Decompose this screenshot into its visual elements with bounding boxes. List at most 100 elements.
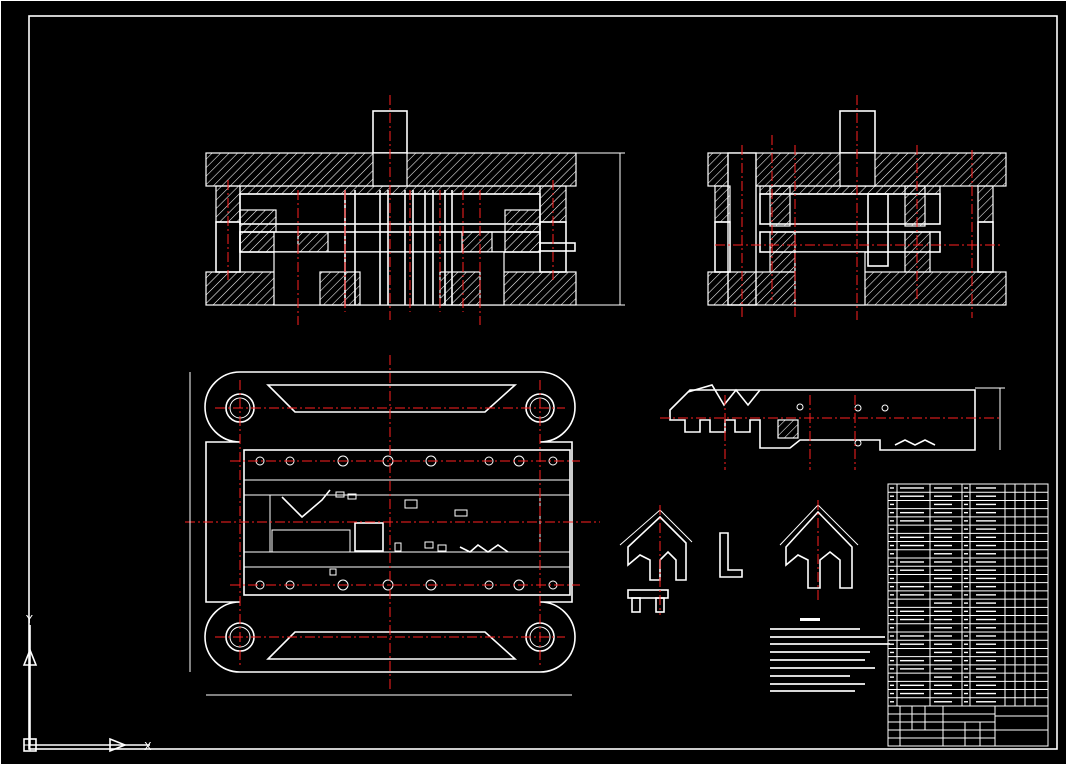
bom-cell-mark <box>976 503 996 506</box>
bom-cell-mark <box>976 618 996 621</box>
bom-cell-mark <box>934 692 952 695</box>
bom-cell-mark <box>934 627 952 629</box>
bom-cell-mark <box>964 684 968 687</box>
bom-cell-mark <box>934 594 952 596</box>
front-section-view <box>205 95 625 325</box>
bom-cell-mark <box>934 676 952 678</box>
bom-cell-mark <box>900 495 924 497</box>
bom-cell-mark <box>934 635 952 637</box>
bom-cell-mark <box>976 668 996 670</box>
bom-cell-mark <box>964 495 968 497</box>
bom-cell-mark <box>890 520 894 522</box>
bom-cell-mark <box>976 692 996 695</box>
bom-cell-mark <box>964 561 968 563</box>
bom-cell-mark <box>976 536 996 539</box>
bom-cell-mark <box>976 511 996 514</box>
bom-cell-mark <box>890 668 894 670</box>
inner-frame <box>28 15 1058 750</box>
bom-cell-mark <box>900 585 924 588</box>
bom-cell-mark <box>890 651 894 654</box>
bom-cell-mark <box>964 610 968 613</box>
bom-cell-mark <box>890 511 894 514</box>
bom-cell-mark <box>934 577 952 580</box>
bom-cell-mark <box>976 561 996 563</box>
bom-cell-mark <box>890 495 894 497</box>
bom-cell-mark <box>976 594 996 596</box>
bom-cell-mark <box>964 627 968 629</box>
title-block <box>887 705 1049 747</box>
bom-cell-mark <box>900 511 924 514</box>
bom-cell-mark <box>964 594 968 596</box>
bom-cell-mark <box>900 520 924 522</box>
bom-cell-mark <box>890 594 894 596</box>
bom-cell-mark <box>890 643 894 645</box>
bom-cell-mark <box>900 684 924 687</box>
bom-cell-mark <box>976 602 996 604</box>
bom-cell-mark <box>964 487 968 489</box>
bom-cell-mark <box>890 602 894 604</box>
bom-cell-mark <box>934 602 952 604</box>
bom-cell-mark <box>934 701 952 703</box>
bom-cell-mark <box>890 577 894 580</box>
ucs-icon: Y X <box>22 613 152 753</box>
bom-cell-mark <box>934 651 952 654</box>
bom-cell-mark <box>976 520 996 522</box>
bom-cell-mark <box>890 528 894 530</box>
bom-cell-mark <box>900 643 924 645</box>
bom-cell-mark <box>934 487 952 489</box>
bom-cell-mark <box>890 536 894 539</box>
bom-cell-mark <box>964 585 968 588</box>
bom-cell-mark <box>890 618 894 621</box>
bom-cell-mark <box>900 692 924 695</box>
bom-cell-mark <box>890 635 894 637</box>
bom-cell-mark <box>890 585 894 588</box>
part-l-bracket <box>719 532 743 578</box>
bom-cell-mark <box>900 668 924 670</box>
bom-cell-mark <box>964 602 968 604</box>
bom-cell-mark <box>890 569 894 571</box>
bom-cell-mark <box>934 585 952 588</box>
bom-cell-mark <box>934 528 952 530</box>
bom-cell-mark <box>964 577 968 580</box>
bom-cell-mark <box>964 692 968 695</box>
bom-cell-mark <box>934 544 952 547</box>
bom-cell-mark <box>976 487 996 489</box>
bom-cell-mark <box>890 676 894 678</box>
bom-cell-mark <box>976 585 996 588</box>
strip-layout <box>660 384 1005 470</box>
bom-cell-mark <box>900 561 924 563</box>
bom-cell-mark <box>964 643 968 645</box>
bom-cell-mark <box>964 520 968 522</box>
bom-cell-mark <box>890 503 894 506</box>
bom-cell-mark <box>964 618 968 621</box>
bom-cell-mark <box>890 659 894 662</box>
bom-cell-mark <box>976 495 996 497</box>
bom-cell-mark <box>934 520 952 522</box>
ucs-y-label: Y <box>25 613 33 626</box>
bom-cell-mark <box>934 495 952 497</box>
bom-cell-mark <box>976 635 996 637</box>
bom-cell-mark <box>964 635 968 637</box>
plan-view-lower-die <box>185 355 600 696</box>
bom-cell-mark <box>890 487 894 489</box>
bom-cell-mark <box>934 569 952 571</box>
bom-cell-mark <box>934 610 952 613</box>
bom-cell-mark <box>964 569 968 571</box>
bom-cell-mark <box>976 684 996 687</box>
bom-cell-mark <box>890 544 894 547</box>
bom-cell-mark <box>964 511 968 514</box>
bom-cell-mark <box>890 561 894 563</box>
bom-cell-mark <box>934 618 952 621</box>
bom-cell-mark <box>900 487 924 489</box>
bom-cell-mark <box>900 610 924 613</box>
bom-cell-mark <box>890 701 894 703</box>
bom-cell-mark <box>934 536 952 539</box>
bom-cell-mark <box>934 553 952 555</box>
bom-cell-mark <box>934 659 952 662</box>
bom-cell-mark <box>976 659 996 662</box>
bom-cell-mark <box>890 553 894 555</box>
bom-cell-mark <box>900 544 924 547</box>
part-sketch-left <box>619 505 693 615</box>
